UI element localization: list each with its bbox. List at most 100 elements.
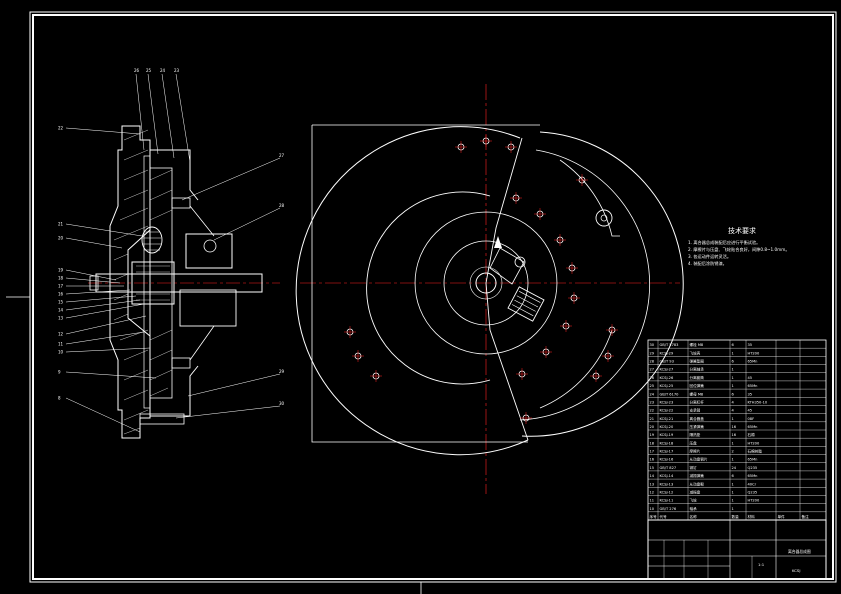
bolt-hole-center [560, 320, 572, 332]
parts-cell: 轴承 [690, 506, 698, 511]
parts-cell: 名称 [690, 514, 698, 519]
parts-cell: 1 [732, 499, 734, 503]
bolt-hole-center [534, 208, 546, 220]
tech-req-title: 技术要求 [728, 226, 756, 235]
bolt-hole-center [576, 174, 588, 186]
parts-cell: KCSJ-23 [660, 400, 674, 404]
parts-cell: 4 [732, 400, 735, 404]
hub-splines [136, 265, 170, 301]
parts-cell: HT200 [748, 441, 760, 445]
balloon-leader [181, 157, 281, 201]
parts-cell: 14 [650, 474, 655, 478]
parts-cell: 分离杠杆 [690, 399, 705, 404]
parts-cell: KCSJ-13 [660, 482, 674, 486]
section-view [88, 125, 280, 439]
parts-cell: 29 [650, 351, 655, 355]
balloon-leader [187, 373, 281, 397]
parts-cell: 1 [732, 482, 734, 486]
clutch-cover-outer [521, 131, 684, 437]
parts-cell: Q235 [748, 490, 758, 494]
disc-hub [131, 261, 175, 305]
parts-cell: HT200 [748, 499, 760, 503]
bolt-hole-center [352, 350, 364, 362]
parts-cell: KCSJ-18 [660, 441, 674, 445]
parts-cell: GB/T 6170 [660, 392, 680, 396]
balloon-label: 8 [58, 396, 61, 401]
parts-cell: 35 [748, 392, 753, 396]
balloon-label: 23 [174, 68, 180, 73]
friction-ring [414, 211, 558, 355]
parts-cell: 材料 [748, 514, 756, 519]
balloon-label: 10 [58, 350, 64, 355]
balloon-leader [161, 73, 175, 159]
shaft-end [89, 275, 99, 291]
parts-cell: 序号 [650, 514, 658, 519]
parts-cell: 数量 [732, 514, 740, 519]
balloon-label: 18 [58, 276, 64, 281]
parts-cell: 23 [650, 400, 655, 404]
balloon-leader [147, 73, 159, 155]
parts-cell: 飞轮壳 [690, 350, 701, 355]
friction-disc [143, 155, 151, 409]
balloon-label: 30 [279, 401, 285, 406]
parts-cell: 摩擦片 [690, 449, 701, 454]
parts-cell: 24 [650, 392, 655, 396]
balloon-label: 19 [58, 268, 64, 273]
input-shaft [95, 273, 263, 293]
release-lever [189, 205, 215, 361]
bolt-hole-center [505, 141, 517, 153]
bearing-sleeve [179, 289, 237, 327]
parts-cell: 16 [650, 458, 655, 462]
pressure-plate-ring [366, 191, 491, 385]
parts-cell: 45 [748, 409, 753, 413]
tech-req-item-1: 1. 离合器总成装配后应进行平衡试验。 [688, 239, 760, 246]
parts-cell: 1 [732, 351, 734, 355]
parts-cell: 单件 [778, 514, 786, 519]
bolt-hole-center [370, 370, 382, 382]
balloon-label: 20 [58, 236, 64, 241]
bolt-hole-center [455, 141, 467, 153]
flywheel-hatch [113, 129, 149, 435]
parts-cell: GB/T 5783 [660, 343, 679, 347]
parts-cell: 16 [732, 433, 737, 437]
balloon-label: 9 [58, 370, 61, 375]
front-view [295, 84, 684, 494]
bolt-holes [344, 135, 618, 424]
parts-cell: 65Mn [748, 425, 758, 429]
parts-cell: 1 [732, 384, 734, 388]
bolt-hole-center [554, 234, 566, 246]
bolt-hole-center [566, 262, 578, 274]
pressure-spring-bottom [171, 357, 191, 369]
parts-cell: 6 [732, 474, 735, 478]
parts-cell: 回位弹簧 [690, 383, 705, 388]
balloon-label: 12 [58, 332, 64, 337]
balloon-leader [213, 207, 281, 241]
balloon-leader [65, 303, 145, 319]
parts-cell: 减振盘 [690, 489, 701, 494]
release-bearing-ball [203, 239, 217, 253]
balloon-label: 25 [146, 68, 152, 73]
parts-cell: 65Mn [748, 474, 758, 478]
technical-requirements: 技术要求 1. 离合器总成装配后应进行平衡试验。 2. 摩擦片与压盘、飞轮贴合良… [688, 226, 790, 267]
tech-req-item-4: 4. 装配后涂防锈漆。 [688, 260, 727, 267]
parts-cell: 28 [650, 360, 655, 364]
balloon-label: 17 [58, 284, 64, 289]
parts-cell: GB/T 827 [660, 466, 677, 470]
parts-cell: 20 [650, 425, 655, 429]
parts-cell: Q235 [748, 466, 758, 470]
balloon-label: 29 [279, 369, 285, 374]
parts-cell: KCSJ-21 [660, 417, 674, 421]
parts-cell: 从动盘毂 [690, 481, 705, 486]
balloon-leader [65, 299, 141, 311]
damper-spring-block [507, 286, 545, 322]
section-arrow [494, 236, 502, 248]
parts-cell: 25 [650, 384, 655, 388]
parts-cell: 24 [732, 466, 737, 470]
parts-cell: 压紧弹簧 [690, 424, 705, 429]
parts-cell: 2 [732, 450, 734, 454]
bolt-hole-center [540, 346, 552, 358]
parts-cell: 1 [732, 417, 734, 421]
parts-cell: 石棉树脂 [748, 449, 763, 454]
